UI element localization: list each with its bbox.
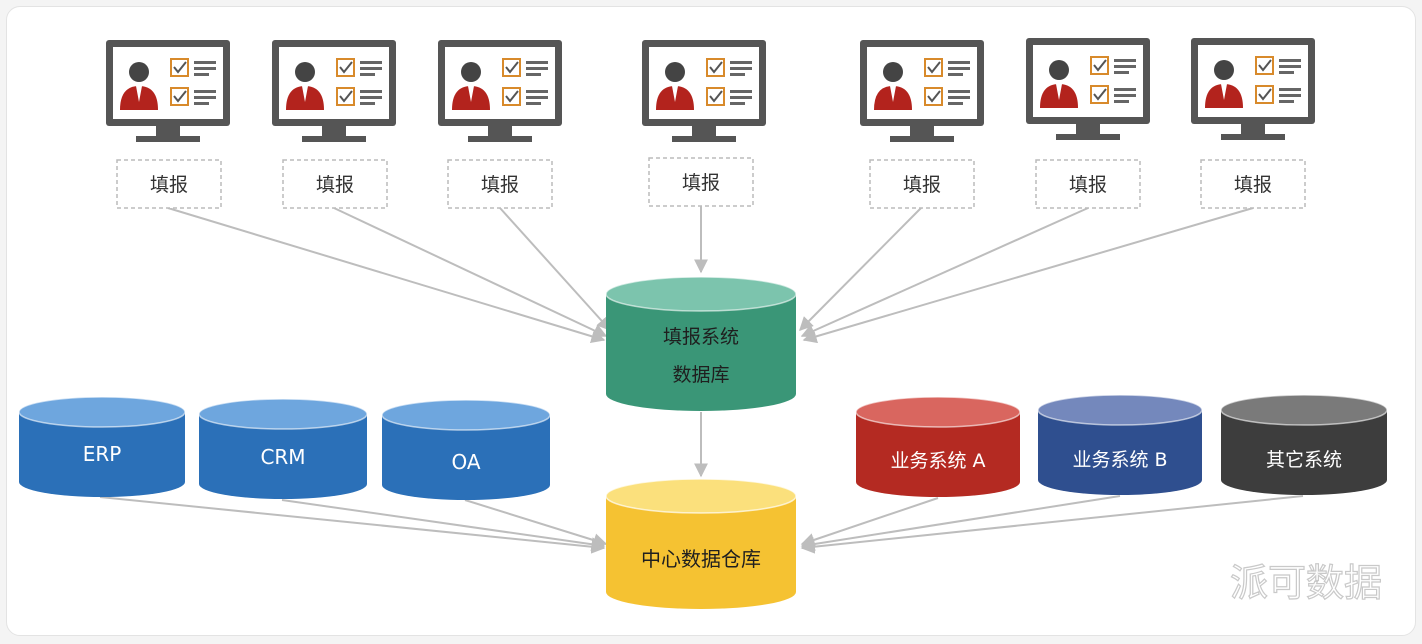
reporter-7: 填报 [1191, 38, 1315, 209]
monitor-icon [642, 40, 766, 142]
report-box [648, 157, 754, 207]
system-a-label: 业务系统 A [890, 450, 985, 472]
crm-database: CRM [198, 398, 368, 499]
connector-crm [281, 499, 606, 552]
system-b-database: 业务系统 B [1037, 394, 1203, 495]
other-system-label: 其它系统 [1266, 449, 1342, 471]
crm-label: CRM [260, 445, 305, 469]
reporter-1: 填报 [106, 40, 230, 209]
oa-database: OA [381, 399, 551, 500]
connector-reporter-1 [167, 207, 606, 344]
monitor-icon [860, 40, 984, 142]
report-box [1035, 159, 1141, 209]
report-db-label-line2: 数据库 [672, 364, 729, 386]
monitor-icon [1026, 38, 1150, 140]
system-a-database: 业务系统 A [855, 396, 1021, 497]
report-box [282, 159, 388, 209]
reporter-4: 填报 [642, 40, 766, 207]
reporter-3: 填报 [438, 40, 562, 209]
reporters: 填报 填报 [106, 38, 1315, 209]
watermark: 派可数据 [1230, 561, 1382, 605]
connector-erp [99, 496, 606, 554]
monitor-icon [272, 40, 396, 142]
source-systems-right: 业务系统 A 业务系统 B 其它系统 [855, 394, 1388, 497]
connector-reporter-7 [802, 207, 1254, 344]
reporter-5: 填报 [860, 40, 984, 209]
report-box [869, 159, 975, 209]
report-db-label-line1: 填报系统 [663, 326, 739, 348]
connector-other-system [800, 495, 1304, 554]
report-box [1200, 159, 1306, 209]
reporter-6: 填报 [1026, 38, 1150, 209]
other-system-database: 其它系统 [1220, 394, 1388, 495]
connector-reporter-2 [333, 207, 608, 337]
report-label: 填报 [481, 174, 519, 196]
report-box [447, 159, 553, 209]
connector-reporter-6 [800, 207, 1089, 338]
system-b-label: 业务系统 B [1072, 449, 1167, 471]
oa-label: OA [451, 450, 480, 474]
source-connectors [99, 495, 1304, 554]
report-label: 填报 [1234, 174, 1272, 196]
monitor-icon [1191, 38, 1315, 140]
monitor-icon [106, 40, 230, 142]
report-label: 填报 [682, 172, 720, 194]
report-label: 填报 [903, 174, 941, 196]
report-label: 填报 [1069, 174, 1107, 196]
erp-label: ERP [83, 442, 122, 466]
connector-system-a [800, 497, 939, 547]
erp-database: ERP [18, 396, 186, 497]
report-box [116, 159, 222, 209]
monitor-icon [438, 40, 562, 142]
report-system-database: 填报系统 数据库 [605, 276, 797, 411]
reporter-2: 填报 [272, 40, 396, 209]
reporter-connectors [167, 206, 1254, 344]
central-data-warehouse: 中心数据仓库 [605, 478, 797, 609]
report-label: 填报 [150, 174, 188, 196]
warehouse-label: 中心数据仓库 [641, 547, 761, 571]
connector-reporter-5 [799, 207, 922, 331]
report-label: 填报 [316, 174, 354, 196]
source-systems-left: ERP CRM OA [18, 396, 551, 500]
connector-system-b [800, 495, 1121, 551]
connector-oa [464, 499, 608, 547]
connector-reporter-3 [499, 207, 611, 332]
